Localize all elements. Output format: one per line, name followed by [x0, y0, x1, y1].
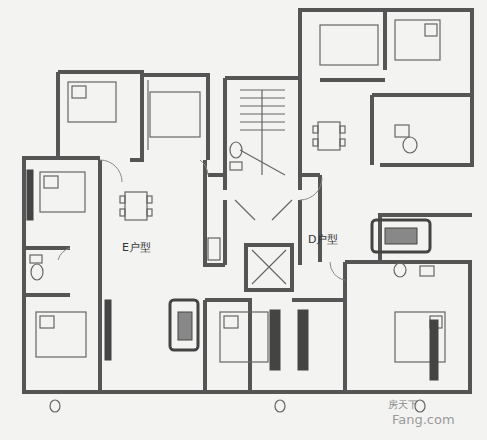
unit-type-label: E户型: [122, 240, 151, 255]
watermark: 房天下: [388, 398, 418, 412]
unit-type-label: D户型: [308, 232, 338, 247]
watermark: Fang.com: [392, 412, 455, 427]
